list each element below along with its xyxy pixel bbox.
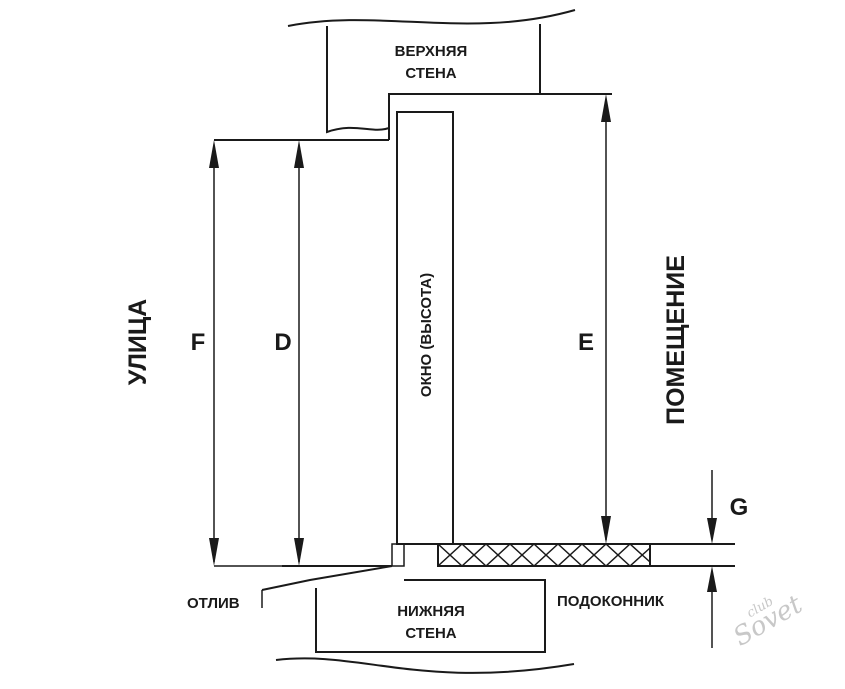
watermark-logo: club Sovet bbox=[728, 589, 808, 652]
dimension-d bbox=[294, 140, 304, 566]
room-label: ПОМЕЩЕНИЕ bbox=[662, 255, 690, 425]
dimension-g bbox=[707, 470, 717, 648]
drip-sill-label: ОТЛИВ bbox=[187, 595, 240, 612]
lower-wall-label-line2: СТЕНА bbox=[405, 625, 456, 642]
windowsill-board bbox=[437, 542, 735, 568]
window-height-label: ОКНО (ВЫСОТА) bbox=[418, 273, 435, 397]
dimension-e bbox=[601, 94, 611, 544]
upper-wall-label-line2: СТЕНА bbox=[405, 65, 456, 82]
dimension-e-label: E bbox=[578, 329, 594, 356]
dimension-f bbox=[209, 140, 219, 566]
windowsill-label: ПОДОКОННИК bbox=[557, 593, 665, 610]
street-label: УЛИЦА bbox=[124, 299, 152, 385]
drip-sill bbox=[214, 565, 393, 608]
lower-wall-label-line1: НИЖНЯЯ bbox=[397, 603, 465, 620]
dimension-g-label: G bbox=[730, 494, 749, 521]
dimension-d-label: D bbox=[274, 329, 291, 356]
lower-wall bbox=[275, 579, 575, 674]
upper-wall bbox=[214, 9, 612, 141]
window-frame bbox=[391, 111, 454, 567]
dimension-f-label: F bbox=[191, 329, 206, 356]
upper-wall-label-line1: ВЕРХНЯЯ bbox=[395, 43, 468, 60]
